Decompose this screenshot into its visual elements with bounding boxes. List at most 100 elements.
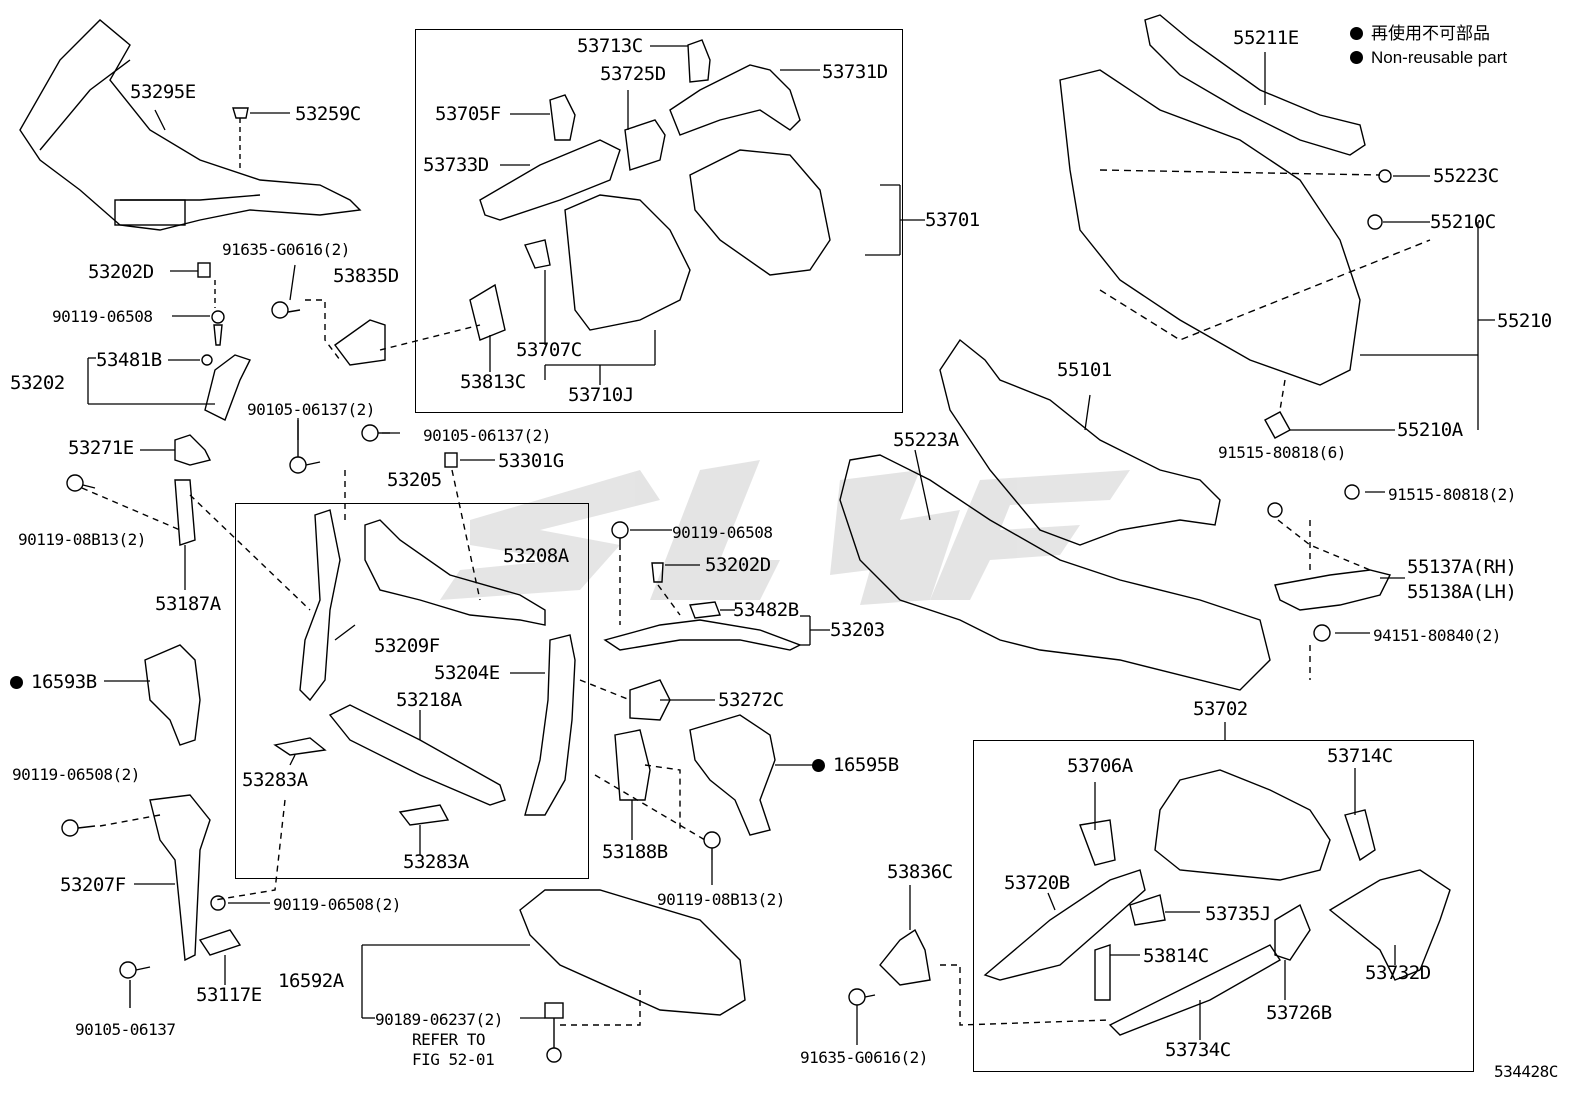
part-label-53202d-a[interactable]: 53202D [88, 261, 154, 283]
part-label-53702[interactable]: 53702 [1193, 698, 1248, 720]
part-label-91515-80818-2[interactable]: 91515-80818(2) [1388, 485, 1516, 504]
part-label-53283a-b[interactable]: 53283A [403, 851, 469, 873]
part-label-53209f[interactable]: 53209F [374, 635, 440, 657]
part-label-90105-06137-2a[interactable]: 90105-06137(2) [247, 400, 375, 419]
part-label-53835d[interactable]: 53835D [333, 265, 399, 287]
part-label-53706a[interactable]: 53706A [1067, 755, 1133, 777]
part-label-53813c[interactable]: 53813C [460, 371, 526, 393]
part-label-53814c[interactable]: 53814C [1143, 945, 1209, 967]
part-label-53207f[interactable]: 53207F [60, 874, 126, 896]
part-label-90189-06237[interactable]: 90189-06237(2) [375, 1010, 503, 1029]
part-label-55210a[interactable]: 55210A [1397, 419, 1463, 441]
part-label-53714c[interactable]: 53714C [1327, 745, 1393, 767]
part-label-53701[interactable]: 53701 [925, 209, 980, 231]
part-label-53707c[interactable]: 53707C [516, 339, 582, 361]
part-53710j-apron-rear [689, 149, 831, 276]
part-53209f-pillar [299, 509, 341, 702]
part-label-53188b[interactable]: 53188B [602, 841, 668, 863]
part-label-90119-06508-b[interactable]: 90119-06508 [672, 523, 773, 542]
part-53203-support [603, 619, 802, 651]
part-label-53259c[interactable]: 53259C [295, 103, 361, 125]
part-label-55138a-lh[interactable]: 55138A(LH) [1407, 581, 1517, 603]
part-label-53731d[interactable]: 53731D [822, 61, 888, 83]
part-label-16592a[interactable]: 16592A [278, 970, 344, 992]
part-label-90119-08b13-2b[interactable]: 90119-08B13(2) [657, 890, 785, 909]
part-label-16593b[interactable]: 16593B [10, 672, 97, 692]
part-label-53710j[interactable]: 53710J [568, 384, 634, 406]
part-label-53732d[interactable]: 53732D [1365, 962, 1431, 984]
part-53836c-bracket [879, 928, 931, 986]
part-label-53295e[interactable]: 53295E [130, 81, 196, 103]
part-label-55211e[interactable]: 55211E [1233, 27, 1299, 49]
part-label-53203[interactable]: 53203 [830, 619, 885, 641]
part-label-55210c[interactable]: 55210C [1430, 211, 1496, 233]
leader-lines [87, 45, 1495, 1045]
non-reusable-dot-icon [812, 759, 825, 772]
part-55223a-silencer [839, 454, 1271, 691]
clip-53259c [232, 107, 249, 119]
part-label-90119-06508-2a[interactable]: 90119-06508(2) [12, 765, 140, 784]
part-label-90105-06137[interactable]: 90105-06137 [75, 1020, 176, 1039]
part-label-91515-80818-6[interactable]: 91515-80818(6) [1218, 443, 1346, 462]
part-label-55223a[interactable]: 55223A [893, 429, 959, 451]
refer-note-line1: REFER TO [412, 1030, 486, 1049]
part-label-55223c[interactable]: 55223C [1433, 165, 1499, 187]
part-label-53733d[interactable]: 53733D [423, 154, 489, 176]
part-label-53205[interactable]: 53205 [387, 469, 442, 491]
part-label-53725d[interactable]: 53725D [600, 63, 666, 85]
part-label-55210[interactable]: 55210 [1497, 310, 1552, 332]
part-16592a-undercover [519, 889, 746, 1016]
part-55211e-reinforcement [1144, 14, 1366, 156]
part-53733d-rail [479, 139, 621, 221]
part-label-90105-06137-2b[interactable]: 90105-06137(2) [423, 426, 551, 445]
group-box-53205 [235, 503, 589, 879]
part-label-53713c[interactable]: 53713C [577, 35, 643, 57]
part-label-53202[interactable]: 53202 [10, 372, 65, 394]
non-reusable-dot-icon [1350, 51, 1363, 64]
part-label-53481b[interactable]: 53481B [96, 349, 162, 371]
part-label-53208a[interactable]: 53208A [503, 545, 569, 567]
part-label-53204e[interactable]: 53204E [434, 662, 500, 684]
refer-note-line2: FIG 52-01 [412, 1050, 495, 1069]
part-label-53187a[interactable]: 53187A [155, 593, 221, 615]
part-53731d-panel [669, 64, 801, 136]
part-label-91635-g0616-top[interactable]: 91635-G0616(2) [222, 240, 350, 259]
part-label-53836c[interactable]: 53836C [887, 861, 953, 883]
part-label-55101[interactable]: 55101 [1057, 359, 1112, 381]
part-label-94151-80840[interactable]: 94151-80840(2) [1373, 626, 1501, 645]
part-53707c-apron [564, 194, 691, 331]
part-label-53271e[interactable]: 53271E [68, 437, 134, 459]
part-label-53734c[interactable]: 53734C [1165, 1039, 1231, 1061]
part-label-16595b[interactable]: 16595B [812, 755, 899, 775]
part-label-53705f[interactable]: 53705F [435, 103, 501, 125]
figure-code: 534428C [1494, 1062, 1558, 1081]
part-label-53117e[interactable]: 53117E [196, 984, 262, 1006]
part-53702-apron-rh [1154, 769, 1331, 881]
part-label-90119-06508-2b[interactable]: 90119-06508(2) [273, 895, 401, 914]
legend-jp-text: 再使用不可部品 [1371, 24, 1490, 43]
part-label-53735j[interactable]: 53735J [1205, 903, 1271, 925]
part-label-53272c[interactable]: 53272C [718, 689, 784, 711]
part-label-53726b[interactable]: 53726B [1266, 1002, 1332, 1024]
part-label-53720b[interactable]: 53720B [1004, 872, 1070, 894]
part-53295e-cowl-panel [19, 19, 362, 231]
part-label-91635-g0616-bottom[interactable]: 91635-G0616(2) [800, 1048, 928, 1067]
part-label-55137a-rh[interactable]: 55137A(RH) [1407, 556, 1517, 578]
legend-en-text: Non-reusable part [1371, 48, 1508, 67]
part-53204e-pillar [524, 634, 576, 816]
part-53218a-lower-member [328, 704, 506, 806]
part-label-90119-08b13-2a[interactable]: 90119-08B13(2) [18, 530, 146, 549]
group-box-53702 [973, 740, 1474, 1072]
part-53208a-upper-member [364, 519, 546, 626]
part-label-53283a-a[interactable]: 53283A [242, 769, 308, 791]
part-label-90119-06508-a[interactable]: 90119-06508 [52, 307, 153, 326]
part-label-53482b[interactable]: 53482B [733, 599, 799, 621]
part-16593b-duct [144, 644, 201, 746]
part-label-16593b-text: 16593B [31, 671, 97, 693]
part-label-53301g[interactable]: 53301G [498, 450, 564, 472]
non-reusable-dot-icon [1350, 27, 1363, 40]
part-label-53218a[interactable]: 53218A [396, 689, 462, 711]
part-label-53202d-b[interactable]: 53202D [705, 554, 771, 576]
